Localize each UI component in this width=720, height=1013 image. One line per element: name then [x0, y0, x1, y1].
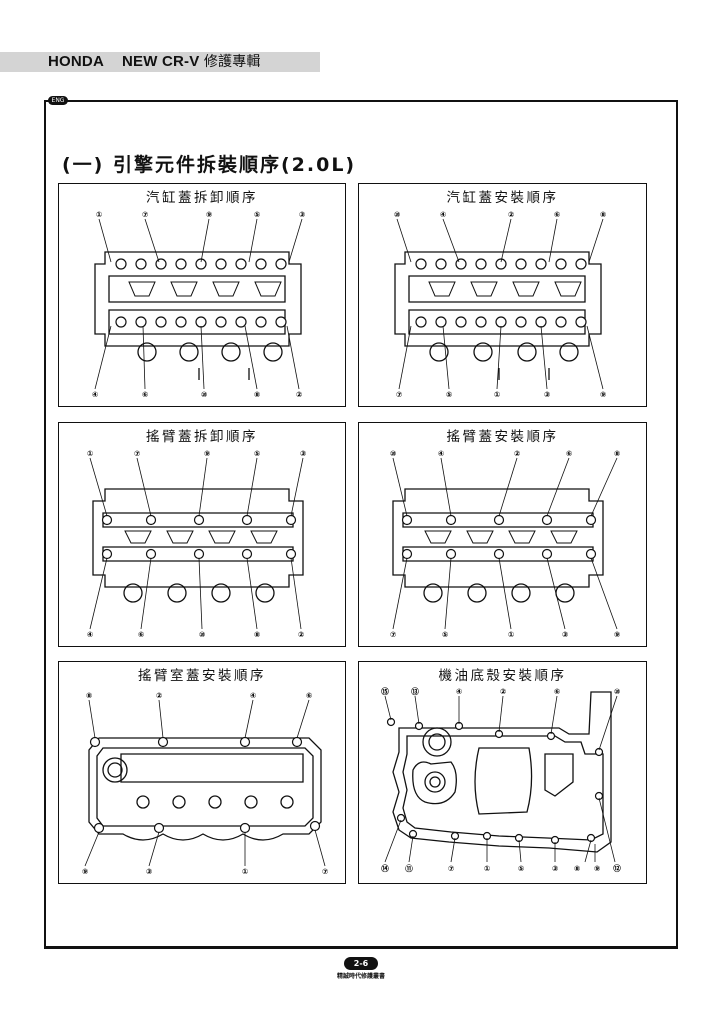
oil-pan-diagram: ⑮ ⑬ ④ ② ⑥ ⑩ ⑭ ⑪ ⑦ ① ⑤ ③ ⑧ ⑨ ⑫ [381, 686, 621, 873]
label-bottom-7: ⑧ [574, 864, 580, 873]
label-top-1: ⑩ [390, 449, 396, 458]
label-bottom-2: ③ [146, 867, 152, 876]
label-top-3: ⑨ [206, 210, 212, 219]
engine-logo: ENG [48, 96, 68, 105]
label-top-4: ⑥ [306, 691, 312, 700]
label-bottom-3: ① [508, 630, 515, 639]
label-top-5: ⑥ [554, 687, 560, 696]
panel-title: 搖臂蓋拆卸順序 [146, 429, 258, 445]
label-bottom-3: ① [242, 867, 249, 876]
label-top-2: ⑦ [134, 449, 141, 458]
label-top-3: ② [514, 449, 520, 458]
label-bottom-5: ⑨ [614, 630, 620, 639]
label-top-5: ⑧ [614, 449, 620, 458]
label-top-5: ⑧ [600, 210, 606, 219]
rocker-cover-diagram: ⑩ ④ ② ⑥ ⑧ ⑦ ⑤ ① ③ ⑨ [390, 449, 620, 639]
label-top-3: ⑨ [204, 449, 210, 458]
label-top-5: ③ [300, 449, 306, 458]
rocker-cover-diagram: ① ⑦ ⑨ ⑤ ③ ④ ⑥ ⑩ ⑧ ② [87, 449, 306, 639]
label-bottom-4: ⑧ [254, 630, 260, 639]
panel-rocker-removal: 搖臂蓋拆卸順序 ① ⑦ ⑨ ⑤ ③ ④ ⑥ ⑩ ⑧ [58, 422, 346, 647]
running-header: HONDA NEW CR-V 修護專輯 [48, 52, 261, 72]
label-top-2: ⑬ [411, 686, 419, 696]
label-bottom-3: ① [494, 390, 501, 399]
frame-left-rule [44, 100, 46, 948]
label-bottom-5: ⑤ [518, 864, 524, 873]
label-bottom-4: ① [484, 864, 491, 873]
label-top-4: ⑤ [254, 449, 260, 458]
label-top-3: ④ [250, 691, 256, 700]
label-bottom-1: ④ [92, 390, 98, 399]
frame-bottom-rule [44, 946, 678, 949]
label-bottom-2: ⑪ [405, 863, 413, 873]
header-brand: HONDA [48, 53, 104, 70]
label-bottom-1: ⑦ [396, 390, 403, 399]
label-top-1: ① [96, 210, 103, 219]
label-bottom-4: ⑦ [322, 867, 329, 876]
frame-top-rule [44, 100, 678, 102]
valve-cover-diagram: ⑧ ② ④ ⑥ ⑨ ③ ① ⑦ [82, 691, 329, 876]
panel-title: 搖臂蓋安裝順序 [446, 429, 559, 445]
label-bottom-8: ⑨ [594, 864, 600, 873]
cylinder-head-diagram: ⑩ ④ ② ⑥ ⑧ ⑦ ⑤ ① ③ ⑨ [394, 210, 606, 399]
label-bottom-6: ③ [552, 864, 558, 873]
panel-title: 汽缸蓋安裝順序 [446, 190, 559, 206]
panel-oil-pan-install: 機油底殼安裝順序 ⑮ ⑬ ④ ② ⑥ ⑩ ⑭ ⑪ ⑦ [358, 661, 647, 884]
header-model: NEW CR-V [122, 53, 200, 70]
label-bottom-3: ⑦ [448, 864, 455, 873]
label-top-3: ④ [456, 687, 462, 696]
publisher-label: 精誠時代修護叢書 [336, 973, 385, 980]
label-top-1: ① [87, 449, 94, 458]
panel-rocker-install: 搖臂蓋安裝順序 ⑩ ④ ② ⑥ ⑧ ⑦ ⑤ ① ③ [358, 422, 647, 647]
label-top-2: ⑦ [142, 210, 149, 219]
label-top-1: ⑩ [394, 210, 400, 219]
label-top-4: ⑥ [554, 210, 560, 219]
label-bottom-3: ⑩ [199, 630, 205, 639]
label-bottom-1: ⑭ [381, 863, 389, 873]
frame-right-rule [676, 100, 678, 948]
label-top-1: ⑧ [86, 691, 92, 700]
label-top-2: ④ [438, 449, 444, 458]
label-bottom-2: ⑤ [442, 630, 448, 639]
label-bottom-2: ⑥ [142, 390, 148, 399]
label-bottom-4: ③ [544, 390, 550, 399]
label-top-2: ④ [440, 210, 446, 219]
label-top-4: ⑥ [566, 449, 572, 458]
label-bottom-1: ④ [87, 630, 93, 639]
label-top-2: ② [156, 691, 162, 700]
label-top-1: ⑮ [381, 686, 389, 696]
panel-head-install: 汽缸蓋安裝順序 ⑩ ④ ② ⑥ ⑧ ⑦ ⑤ ① [358, 183, 647, 407]
label-bottom-5: ⑨ [600, 390, 606, 399]
panel-title: 機油底殼安裝順序 [438, 668, 567, 684]
label-bottom-1: ⑦ [390, 630, 397, 639]
panel-valve-cover-install: 搖臂室蓋安裝順序 ⑧ ② ④ ⑥ ⑨ ③ ① ⑦ [58, 661, 346, 884]
label-top-4: ⑤ [254, 210, 260, 219]
header-title: 修護專輯 [203, 54, 261, 70]
label-bottom-9: ⑫ [613, 863, 621, 873]
label-bottom-2: ⑥ [138, 630, 144, 639]
section-title: (一) 引擎元件拆裝順序(2.0L) [62, 154, 357, 176]
label-bottom-4: ⑧ [254, 390, 260, 399]
cylinder-head-diagram: ① ⑦ ⑨ ⑤ ③ ④ ⑥ ⑩ ⑧ ② [92, 210, 305, 399]
label-top-5: ③ [299, 210, 305, 219]
label-bottom-1: ⑨ [82, 867, 88, 876]
label-top-4: ② [500, 687, 506, 696]
label-bottom-3: ⑩ [201, 390, 207, 399]
panel-head-removal: 汽缸蓋拆卸順序 ① ⑦ ⑨ ⑤ ③ ④ ⑥ ⑩ [58, 183, 346, 407]
label-top-3: ② [508, 210, 514, 219]
label-bottom-5: ② [296, 390, 302, 399]
label-bottom-4: ③ [562, 630, 568, 639]
label-bottom-5: ② [298, 630, 304, 639]
header-band [0, 52, 320, 72]
label-top-6: ⑩ [614, 687, 620, 696]
panel-title: 搖臂室蓋安裝順序 [138, 668, 266, 684]
label-bottom-2: ⑤ [446, 390, 452, 399]
panel-title: 汽缸蓋拆卸順序 [146, 190, 258, 206]
page-number: 2-6 [344, 957, 378, 970]
